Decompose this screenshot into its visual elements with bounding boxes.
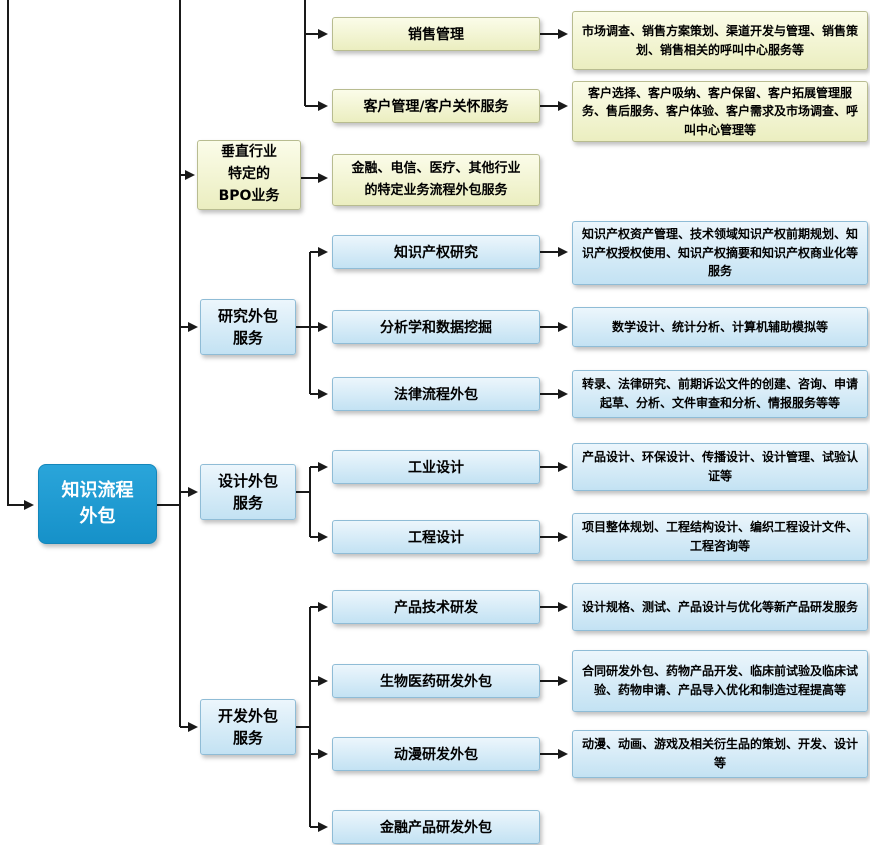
node-root-kpo: 知识流程 外包 — [38, 464, 157, 544]
node-financial-product-rd: 金融产品研发外包 — [332, 810, 540, 844]
node-customer-care: 客户管理/客户关怀服务 — [332, 89, 540, 123]
desc-biopharma-rd: 合同研发外包、药物产品开发、临床前试验及临床试验、药物申请、产品导入优化和制造过… — [572, 650, 868, 712]
node-product-tech-rd: 产品技术研发 — [332, 590, 540, 624]
desc-industrial-design: 产品设计、环保设计、传播设计、设计管理、试验认证等 — [572, 443, 868, 491]
node-animation-rd: 动漫研发外包 — [332, 737, 540, 771]
node-legal-process-outsourcing: 法律流程外包 — [332, 377, 540, 411]
node-industrial-design: 工业设计 — [332, 450, 540, 484]
node-development-services: 开发外包 服务 — [200, 699, 296, 755]
desc-legal-process-outsourcing: 转录、法律研究、前期诉讼文件的创建、咨询、申请起草、分析、文件审查和分析、情报服… — [572, 370, 868, 418]
desc-ip-research: 知识产权资产管理、技术领域知识产权前期规划、知识产权授权使用、知识产权摘要和知识… — [572, 221, 868, 285]
node-vertical-bpo: 垂直行业 特定的 BPO业务 — [197, 140, 301, 210]
node-ip-research: 知识产权研究 — [332, 235, 540, 269]
desc-analytics-data-mining: 数学设计、统计分析、计算机辅助模拟等 — [572, 307, 868, 347]
node-sales-management: 销售管理 — [332, 17, 540, 51]
desc-animation-rd: 动漫、动画、游戏及相关衍生品的策划、开发、设计等 — [572, 730, 868, 778]
node-design-services: 设计外包 服务 — [200, 464, 296, 520]
desc-engineering-design: 项目整体规划、工程结构设计、编织工程设计文件、工程咨询等 — [572, 513, 868, 561]
desc-customer-care: 客户选择、客户吸纳、客户保留、客户拓展管理服务、售后服务、客户体验、客户需求及市… — [572, 81, 868, 142]
desc-sales-management: 市场调查、销售方案策划、渠道开发与管理、销售策划、销售相关的呼叫中心服务等 — [572, 11, 868, 70]
node-analytics-data-mining: 分析学和数据挖掘 — [332, 310, 540, 344]
node-engineering-design: 工程设计 — [332, 520, 540, 554]
desc-product-tech-rd: 设计规格、测试、产品设计与优化等新产品研发服务 — [572, 583, 868, 631]
desc-vertical-bpo: 金融、电信、医疗、其他行业 的特定业务流程外包服务 — [332, 154, 540, 206]
node-biopharma-rd: 生物医药研发外包 — [332, 664, 540, 698]
node-research-services: 研究外包 服务 — [200, 299, 296, 355]
